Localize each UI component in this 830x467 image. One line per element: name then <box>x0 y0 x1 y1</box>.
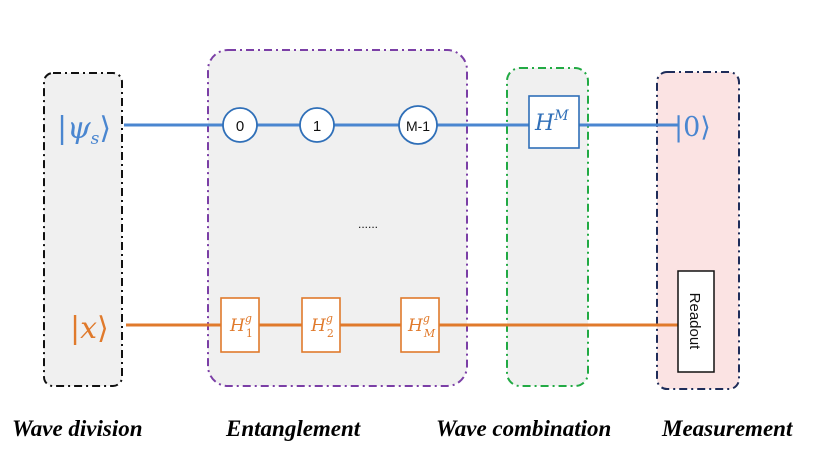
control-label-3: M-1 <box>406 118 430 134</box>
gate-h1 <box>220 297 260 353</box>
wave-division-box <box>43 72 123 387</box>
ellipsis: ...... <box>358 217 378 231</box>
stage-label-entanglement: Entanglement <box>225 416 361 441</box>
gate-hm <box>400 297 440 353</box>
control-node-2 <box>299 107 335 143</box>
stage-label-combination: Wave combination <box>436 416 611 441</box>
combination-gate <box>528 95 580 149</box>
ancilla-state-label: |x⟩ <box>70 311 109 346</box>
stage-label-division: Wave division <box>12 416 143 441</box>
readout-box <box>677 270 715 373</box>
control-node-1 <box>222 107 258 143</box>
stage-label-measurement: Measurement <box>661 416 793 441</box>
signal-state-label: |ψs⟩ <box>57 111 111 149</box>
control-label-2: 1 <box>313 118 321 135</box>
gate-h2 <box>301 297 341 353</box>
output-state-label: |0⟩ <box>674 112 711 143</box>
control-node-3 <box>398 105 438 145</box>
readout-label: Readout <box>686 293 703 351</box>
combination-gate-label: HM <box>534 108 569 136</box>
control-label-1: 0 <box>236 118 244 135</box>
